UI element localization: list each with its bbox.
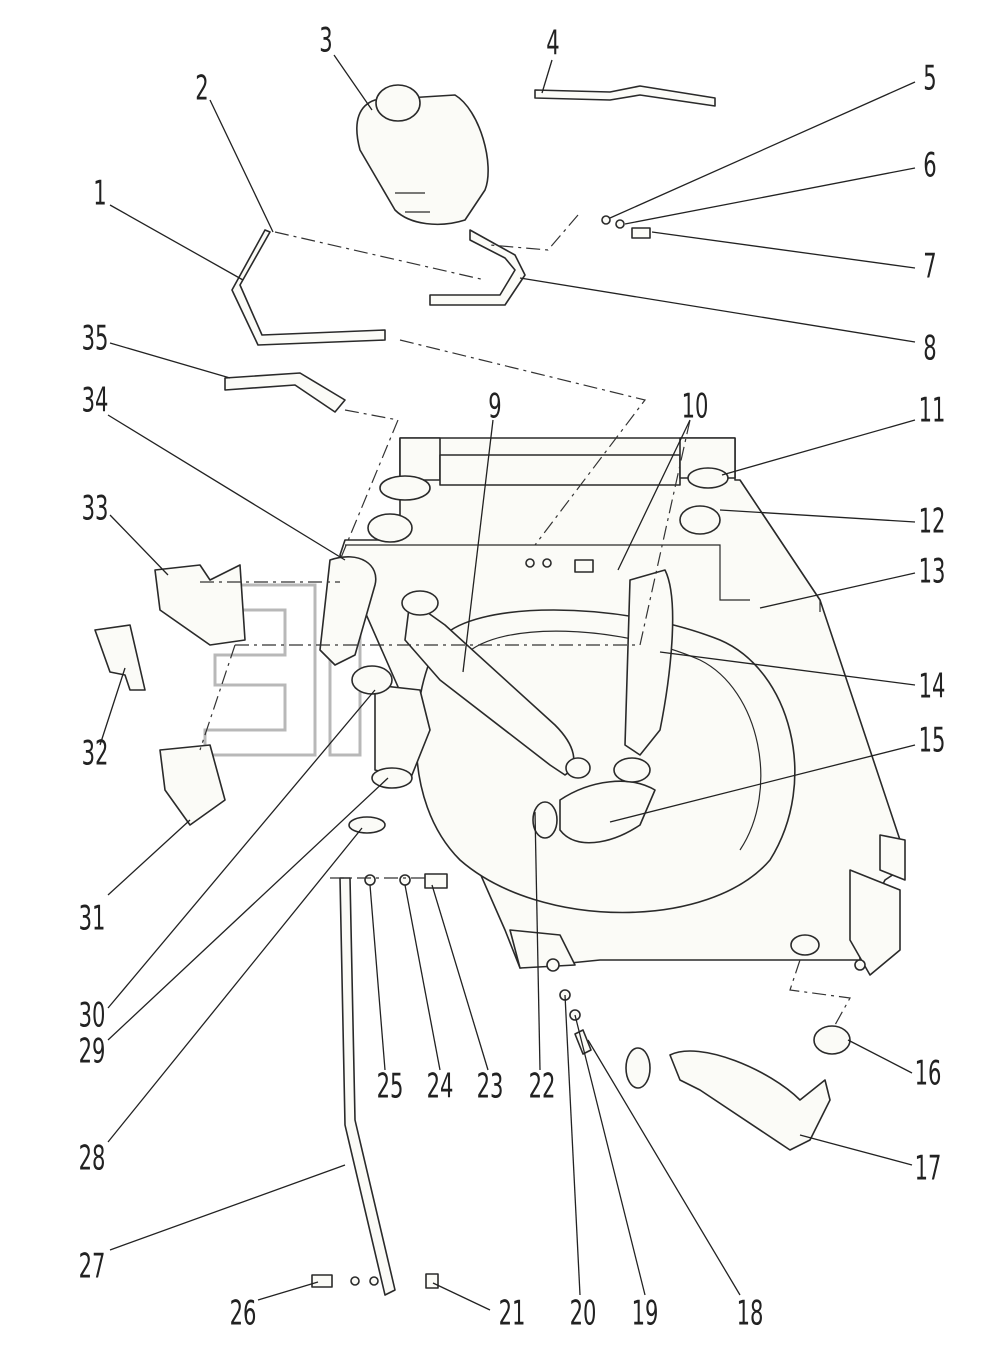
- callout-28: 28: [79, 1138, 106, 1178]
- callout-1: 1: [93, 173, 106, 213]
- callout-6: 6: [923, 145, 936, 185]
- callout-7: 7: [923, 246, 936, 286]
- callout-2: 2: [195, 68, 208, 108]
- callout-9: 9: [488, 386, 501, 426]
- callout-34: 34: [82, 380, 109, 420]
- callout-5: 5: [923, 58, 936, 98]
- callout-32: 32: [82, 733, 109, 773]
- assembly-center-lines: [199, 214, 851, 1026]
- callout-24: 24: [427, 1066, 454, 1106]
- callout-12: 12: [919, 501, 946, 541]
- callout-27: 27: [79, 1246, 106, 1286]
- callout-33: 33: [82, 488, 109, 528]
- hose-clamps: [348, 467, 851, 1055]
- callout-25: 25: [377, 1066, 404, 1106]
- callout-11: 11: [919, 390, 946, 430]
- callout-23: 23: [477, 1066, 504, 1106]
- callout-4: 4: [546, 23, 559, 63]
- callout-8: 8: [923, 328, 936, 368]
- callout-35: 35: [82, 318, 109, 358]
- callout-18: 18: [737, 1293, 764, 1333]
- callout-10: 10: [682, 386, 709, 426]
- callout-22: 22: [529, 1066, 556, 1106]
- callout-26: 26: [230, 1293, 257, 1333]
- callout-13: 13: [919, 551, 946, 591]
- callout-labels: 1 2 3 4 5 6 7 8 9 10 11 12 13 14 15 16 1…: [79, 20, 946, 1333]
- callout-17: 17: [915, 1148, 942, 1188]
- callout-19: 19: [632, 1293, 659, 1333]
- callout-21: 21: [499, 1293, 526, 1333]
- radiator-assembly: [339, 437, 906, 976]
- pipes-and-hoses: [224, 85, 831, 1151]
- callout-29: 29: [79, 1031, 106, 1071]
- callout-14: 14: [919, 666, 946, 706]
- callout-20: 20: [570, 1293, 597, 1333]
- callout-16: 16: [915, 1053, 942, 1093]
- callout-30: 30: [79, 995, 106, 1035]
- expansion-tank: [356, 84, 489, 226]
- fasteners: [311, 215, 866, 1289]
- callout-15: 15: [919, 720, 946, 760]
- brackets: [94, 564, 396, 1296]
- leader-lines: [99, 54, 916, 1311]
- callout-3: 3: [319, 20, 332, 60]
- callout-31: 31: [79, 898, 106, 938]
